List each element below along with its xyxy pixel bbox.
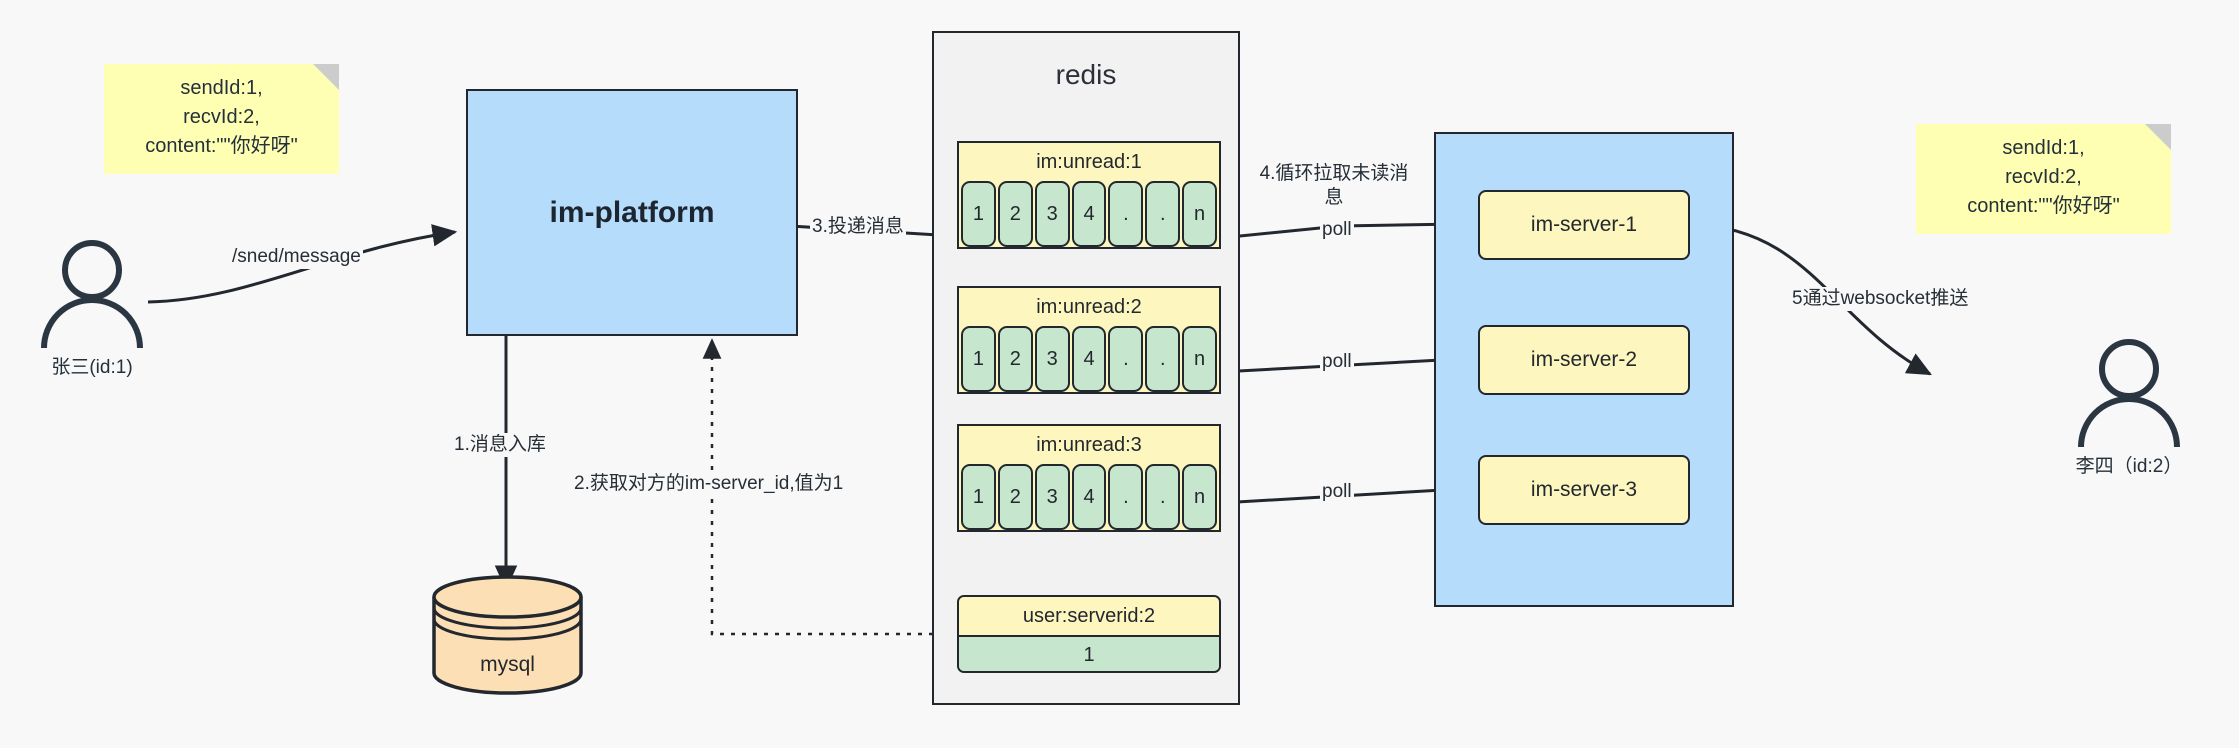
edge-label-poll-3: poll <box>1320 480 1354 504</box>
redis-cell: 3 <box>1034 181 1070 247</box>
redis-cell: 1 <box>961 326 996 392</box>
redis-cell: 4 <box>1071 181 1107 247</box>
redis-list-im-unread-3[interactable]: im:unread:3 1 2 3 4 . . n <box>957 424 1221 532</box>
node-mysql-label: mysql <box>480 653 535 676</box>
redis-cell: 3 <box>1034 326 1070 392</box>
person-icon <box>41 240 143 349</box>
redis-kv-value: 1 <box>959 635 1219 671</box>
redis-cell: 2 <box>997 464 1033 530</box>
edge-label-poll-2: poll <box>1320 350 1354 374</box>
note-sender-payload: sendId:1, recvId:2, content:""你好呀" <box>104 64 339 174</box>
node-im-server-2-label: im-server-2 <box>1530 348 1638 371</box>
redis-kv-user-serverid[interactable]: user:serverid:2 1 <box>957 595 1221 673</box>
redis-cell: 1 <box>961 464 996 530</box>
redis-cell: . <box>1145 181 1181 247</box>
node-im-server-2[interactable]: im-server-2 <box>1478 325 1690 395</box>
redis-cell: n <box>1182 464 1218 530</box>
note-receiver-text: sendId:1, recvId:2, content:""你好呀" <box>1967 136 2120 217</box>
person-icon <box>2078 339 2180 448</box>
node-redis-title: redis <box>1055 59 1117 90</box>
edge-label-step4: 4.循环拉取未读消息 <box>1252 162 1416 210</box>
redis-list-2-cells: 1 2 3 4 . . n <box>959 326 1219 392</box>
node-im-platform[interactable]: im-platform <box>466 89 798 336</box>
note-sender-text: sendId:1, recvId:2, content:""你好呀" <box>145 76 298 157</box>
redis-list-im-unread-2[interactable]: im:unread:2 1 2 3 4 . . n <box>957 286 1221 394</box>
redis-list-1-key: im:unread:1 <box>959 143 1219 181</box>
redis-kv-key: user:serverid:2 <box>959 597 1219 635</box>
database-cylinder-icon <box>432 575 583 695</box>
redis-cell: . <box>1108 326 1144 392</box>
node-im-platform-label: im-platform <box>549 195 715 229</box>
redis-list-3-key: im:unread:3 <box>959 426 1219 464</box>
redis-list-im-unread-1[interactable]: im:unread:1 1 2 3 4 . . n <box>957 141 1221 249</box>
actor-receiver-caption: 李四（id:2） <box>2075 456 2183 477</box>
edge-label-poll-1: poll <box>1320 218 1354 242</box>
redis-list-2-key: im:unread:2 <box>959 288 1219 326</box>
redis-cell: 3 <box>1034 464 1070 530</box>
redis-cell: 4 <box>1071 464 1107 530</box>
node-im-server-3[interactable]: im-server-3 <box>1478 455 1690 525</box>
node-im-server-1[interactable]: im-server-1 <box>1478 190 1690 260</box>
edge-label-send-message: /sned/message <box>230 245 363 269</box>
note-fold-icon <box>2145 124 2171 150</box>
edge-label-step5: 5通过websocket推送 <box>1790 287 1971 311</box>
redis-cell: n <box>1182 181 1218 247</box>
redis-list-3-cells: 1 2 3 4 . . n <box>959 464 1219 530</box>
actor-receiver: 李四（id:2） <box>2069 335 2189 477</box>
note-fold-icon <box>313 64 339 90</box>
redis-list-1-cells: 1 2 3 4 . . n <box>959 181 1219 247</box>
node-im-server-3-label: im-server-3 <box>1530 478 1638 501</box>
redis-cell: . <box>1145 464 1181 530</box>
edge-label-step3: 3.投递消息 <box>810 215 906 239</box>
redis-cell: 1 <box>961 181 996 247</box>
node-mysql[interactable]: mysql <box>430 575 585 695</box>
redis-cell: . <box>1108 181 1144 247</box>
edge-label-step1: 1.消息入库 <box>452 433 548 457</box>
redis-cell: n <box>1182 326 1218 392</box>
redis-cell: . <box>1108 464 1144 530</box>
note-receiver-payload: sendId:1, recvId:2, content:""你好呀" <box>1916 124 2171 234</box>
redis-cell: 4 <box>1071 326 1107 392</box>
edge-label-step2: 2.获取对方的im-server_id,值为1 <box>572 472 846 496</box>
actor-sender: 张三(id:1) <box>32 236 152 378</box>
node-im-server-1-label: im-server-1 <box>1530 213 1638 236</box>
redis-cell: . <box>1145 326 1181 392</box>
actor-sender-caption: 张三(id:1) <box>51 357 133 378</box>
redis-cell: 2 <box>997 326 1033 392</box>
redis-cell: 2 <box>997 181 1033 247</box>
